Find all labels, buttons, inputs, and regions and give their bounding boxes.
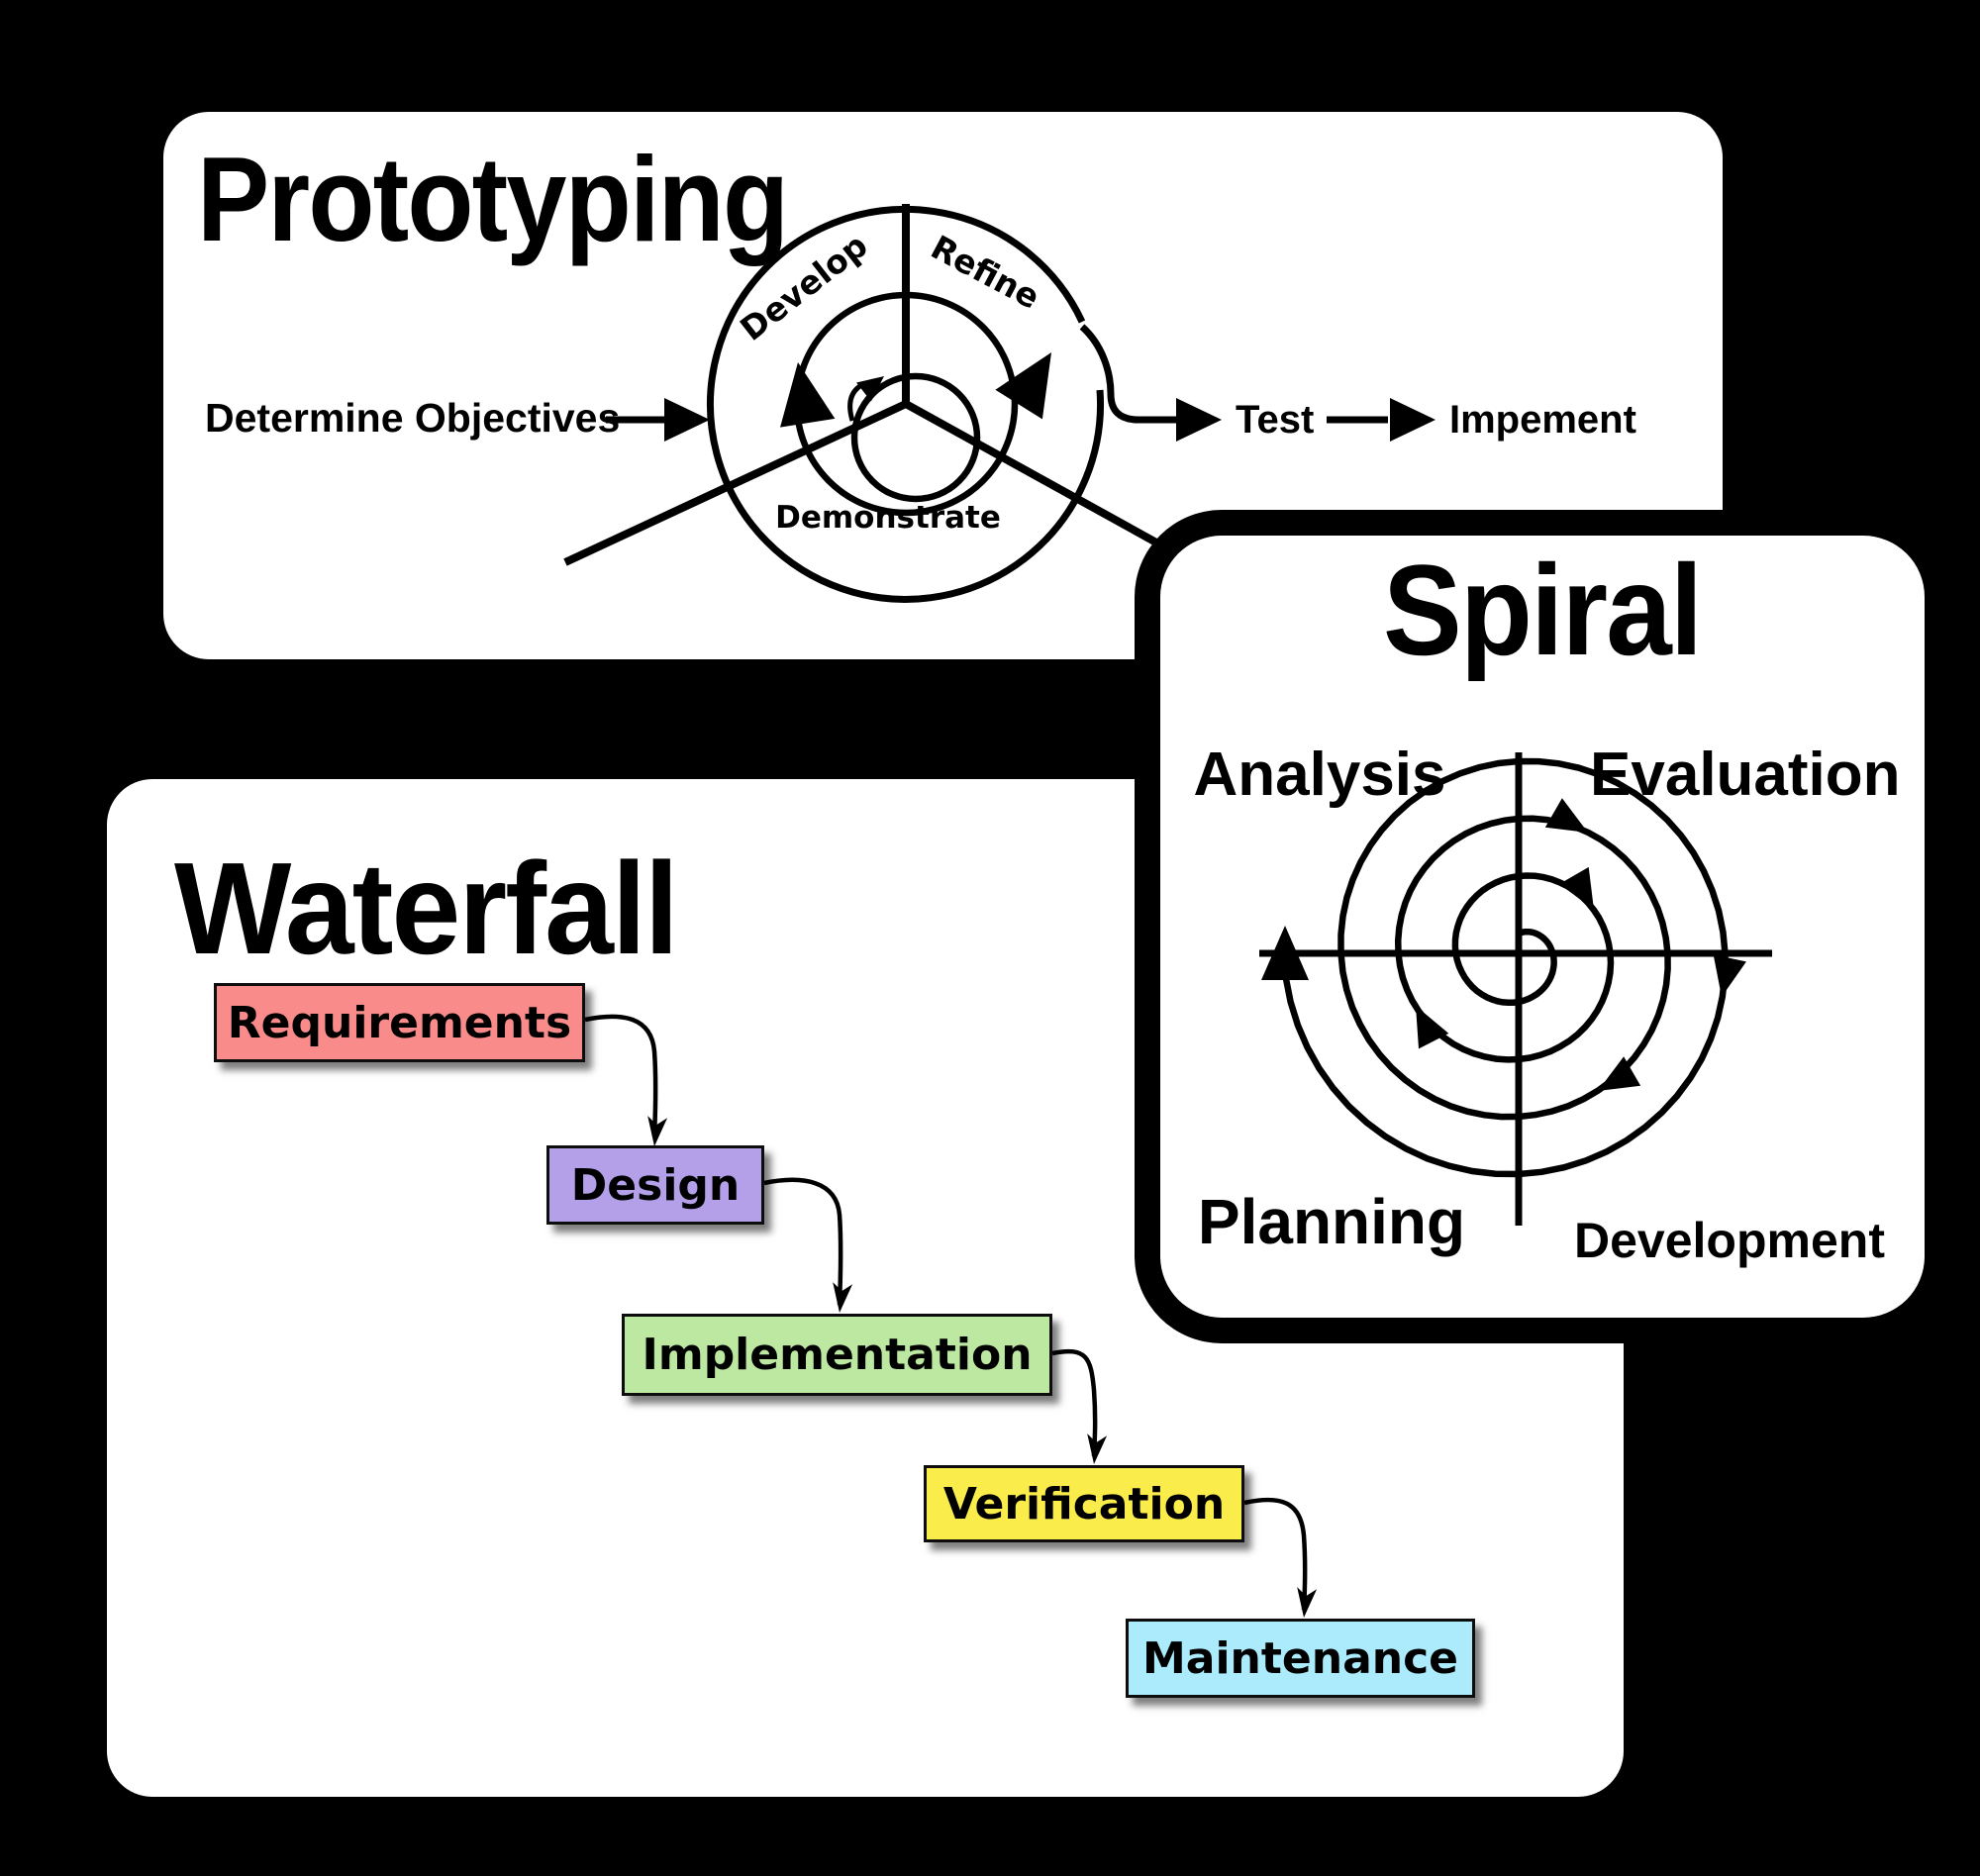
stage-label: Implementation	[642, 1330, 1033, 1380]
prototyping-title: Prototyping	[197, 139, 852, 259]
develop-arrow-icon	[780, 362, 836, 428]
spiral-arrow-icon-4	[1598, 1056, 1641, 1091]
stage-label: Maintenance	[1141, 1632, 1459, 1684]
analysis-label: Analysis	[1193, 741, 1446, 809]
connector-4	[1243, 1497, 1308, 1611]
demonstrate-label: Demonstrate	[775, 500, 1001, 536]
prototyping-inner-circle	[850, 372, 981, 503]
spiral-path	[1280, 757, 1729, 1178]
stage-box-maintenance: Maintenance	[1126, 1619, 1475, 1698]
spiral-end-arrow-icon	[1261, 926, 1309, 980]
connector-arrow-icon-3	[1087, 1433, 1108, 1464]
spiral-panel-inner	[1160, 536, 1925, 1318]
connector-arrow-icon-4	[1297, 1587, 1318, 1618]
spiral-panel	[1135, 510, 1950, 1343]
stage-label: Design	[570, 1159, 741, 1211]
spiral-arrow-icon-1	[1544, 798, 1588, 833]
spiral-title: Spiral	[1176, 545, 1909, 674]
prototyping-divider-right	[904, 400, 1167, 551]
prototyping-divider-left	[563, 400, 908, 566]
stage-box-verification: Verification	[924, 1465, 1244, 1542]
determine-objectives-label: Determine Objectives	[205, 395, 621, 441]
test-label: Test	[1236, 398, 1315, 442]
waterfall-title-text: Waterfall	[174, 836, 679, 981]
connector-arrow-icon-2	[833, 1282, 853, 1313]
flow-arrow-icon-2	[1176, 398, 1222, 442]
waterfall-title: Waterfall	[174, 843, 704, 974]
prototyping-title-text: Prototyping	[197, 132, 789, 266]
connector-1	[584, 1014, 658, 1137]
spiral-arrow-icon-5	[1713, 954, 1746, 997]
center-arrow-icon	[856, 376, 884, 402]
spiral-arrow-icon-3	[1416, 1006, 1449, 1049]
flow-arrow-icon-3	[1390, 398, 1436, 442]
development-label: Development	[1574, 1213, 1885, 1268]
implement-label: Impement	[1449, 398, 1636, 442]
spiral-title-text: Spiral	[1383, 538, 1703, 682]
stage-box-requirements: Requirements	[214, 983, 585, 1062]
flow-arrow-icon-1	[664, 398, 710, 442]
connector-3	[1051, 1348, 1098, 1457]
prototyping-outer-circle	[707, 205, 1105, 603]
stage-box-design: Design	[546, 1145, 764, 1225]
planning-label: Planning	[1197, 1186, 1466, 1257]
spiral-arrow-icon-2	[1559, 866, 1594, 910]
connector-2	[763, 1177, 843, 1306]
cycle-exit-curve	[1079, 324, 1176, 424]
refine-arrow-icon	[995, 352, 1051, 420]
stage-label: Verification	[942, 1478, 1226, 1530]
connector-arrow-icon-1	[647, 1116, 668, 1146]
stage-label: Requirements	[227, 997, 572, 1048]
stage-box-implementation: Implementation	[622, 1314, 1052, 1396]
